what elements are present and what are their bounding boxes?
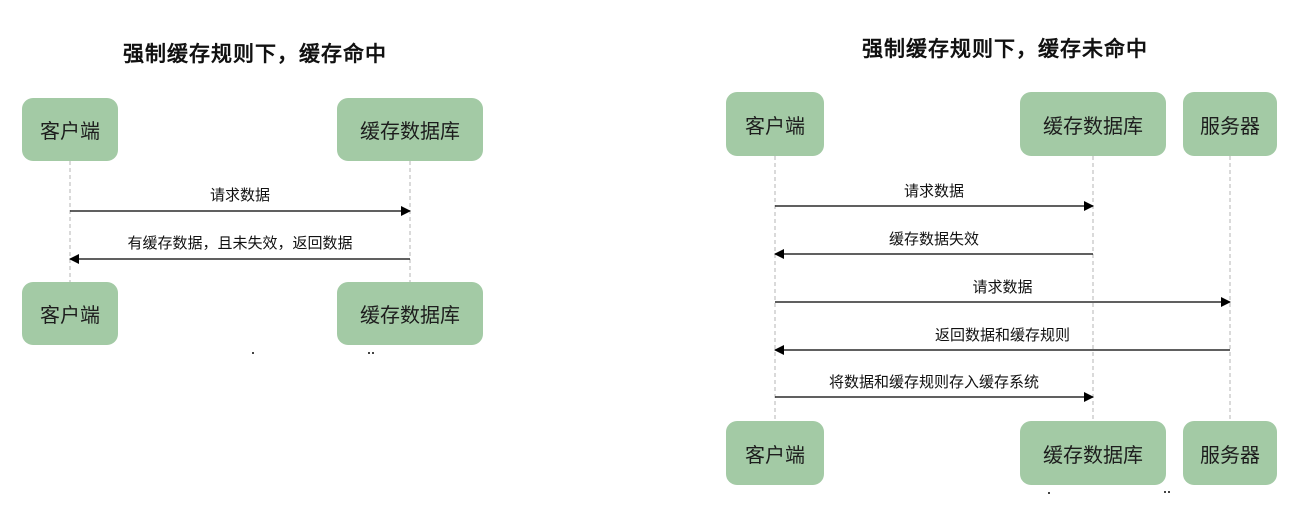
message-label: 有缓存数据，且未失效，返回数据 [127,234,353,252]
stray-dot [1164,491,1166,493]
stray-dot [1168,491,1170,493]
participant-box-bottom: 缓存数据库 [337,282,483,345]
participant-box-bottom: 缓存数据库 [1020,421,1166,485]
message-label: 将数据和缓存规则存入缓存系统 [828,373,1040,391]
stray-dot [372,352,374,354]
participant-box-bottom: 客户端 [22,282,118,345]
participant-box-top: 服务器 [1183,92,1277,156]
message-label: 请求数据 [903,182,965,200]
diagram-title-2: 强制缓存规则下，缓存未命中 [862,37,1148,61]
diagram-title-1: 强制缓存规则下，缓存命中 [123,42,387,66]
message-label: 请求数据 [209,186,271,204]
stray-dot [1048,492,1050,494]
participant-box-bottom: 客户端 [726,421,824,485]
participant-box-top: 缓存数据库 [1020,92,1166,156]
message-label: 请求数据 [972,278,1033,296]
stray-dot [368,352,370,354]
message-label: 缓存数据失效 [888,230,980,248]
message-label: 返回数据和缓存规则 [934,326,1071,344]
participant-box-bottom: 服务器 [1183,421,1277,485]
participant-box-top: 客户端 [22,98,118,161]
stray-dot [252,352,254,354]
participant-box-top: 缓存数据库 [337,98,483,161]
participant-box-top: 客户端 [726,92,824,156]
